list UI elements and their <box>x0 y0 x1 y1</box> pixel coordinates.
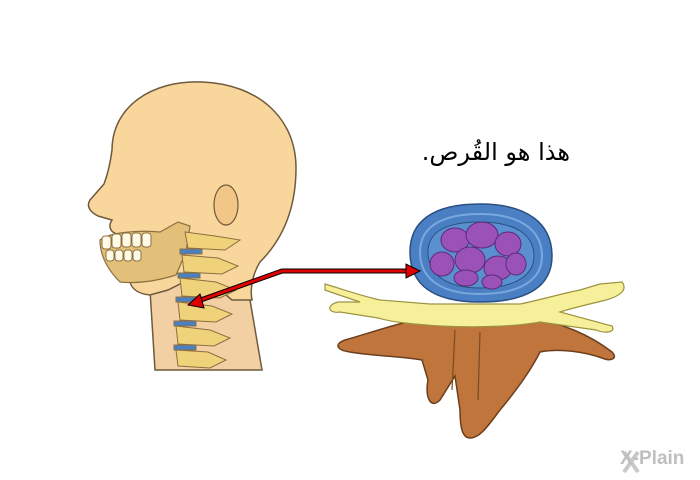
disc-nucleus <box>429 221 527 290</box>
x-plain-logo-mark <box>622 450 640 474</box>
ear <box>213 184 239 226</box>
head-illustration <box>87 81 297 371</box>
vertebra-bone <box>337 317 616 439</box>
caption-text: هذا هو القُرص. <box>421 138 570 166</box>
spinal-disc-illustration <box>324 203 625 439</box>
arrowhead-right <box>405 263 422 279</box>
arrowhead-left <box>186 293 205 309</box>
pointer-arrow <box>186 263 422 309</box>
nerve-roots <box>324 281 625 333</box>
teeth <box>101 232 152 262</box>
x-plain-logo: X-Plain <box>620 448 685 469</box>
